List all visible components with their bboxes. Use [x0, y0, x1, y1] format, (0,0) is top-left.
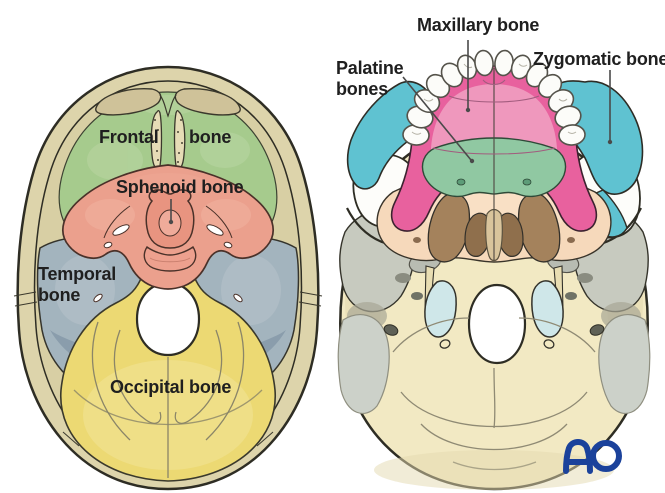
mastoid-gray-left [337, 314, 390, 415]
label-frontal-word1: Frontal [99, 127, 159, 147]
frontal-sinus-right [174, 88, 241, 116]
label-palatine-bones: Palatine bones [336, 58, 404, 99]
dorsum-sellae-line [149, 257, 191, 263]
hypoglossal-canal-right [543, 339, 555, 349]
palatal-sutures [432, 68, 556, 260]
hypoglossal-canal-left [439, 339, 451, 349]
occipital-condyle-left [424, 280, 457, 338]
label-zygomatic-bone: Zygomatic bone [533, 49, 665, 69]
palatine-leader [402, 76, 472, 161]
occipital-surface-lines [392, 317, 596, 471]
label-occipital-bone: Occipital bone [110, 377, 232, 397]
leader-lines [168, 40, 613, 225]
sphenoid-ridge-lines [103, 205, 233, 239]
frontal-crest-seam [159, 94, 177, 118]
foramen-magnum-left-view [135, 281, 201, 357]
pterygoid-right-outer [517, 193, 561, 263]
right-skull-external-view [337, 49, 651, 491]
occipital-suture-lines [73, 321, 263, 478]
ear-canal-left [383, 324, 399, 336]
temporal-highlight-left [55, 255, 115, 325]
logo-letter-a [563, 439, 593, 474]
ao-foundation-logo: AO [563, 439, 622, 474]
palatine-foramina [456, 178, 532, 186]
logo-letter-o [590, 440, 622, 472]
frontal-sinus-left [95, 88, 162, 116]
basal-foramina-blobs [395, 273, 593, 300]
label-temporal-bone: Temporal bone [38, 264, 117, 305]
label-maxillary-bone: Maxillary bone [417, 15, 540, 35]
label-frontal-word2: bone [189, 127, 232, 147]
foramen-magnum-right-view [467, 283, 527, 365]
pterygoid-left-outer [427, 193, 471, 263]
occipital-condyle-right [531, 280, 564, 338]
ear-canal-right [589, 324, 605, 336]
rim-suture-ticks [13, 291, 323, 447]
teeth-detail-lines [411, 63, 577, 135]
label-sphenoid-bone: Sphenoid bone [116, 177, 244, 197]
temporal-highlight-right [221, 255, 281, 325]
dorsum-sellae [143, 245, 197, 272]
foramina-slits [93, 224, 243, 303]
left-skull-internal-view [13, 65, 323, 491]
mastoid-gray-right [598, 314, 651, 415]
